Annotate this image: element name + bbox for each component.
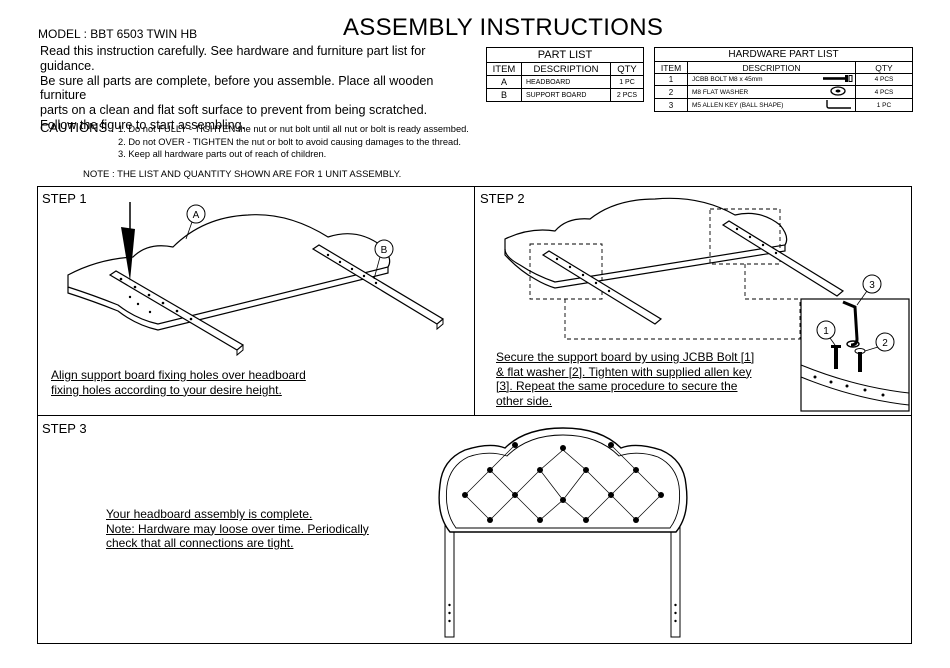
intro-line: Follow the figure to start assembling.: [40, 117, 246, 132]
caution-item: 1. Do not FULLY - TIGHTEN the nut or nut…: [118, 124, 469, 134]
caption-line: fixing holes according to your desire he…: [51, 382, 282, 397]
item-cell: 3: [654, 98, 688, 112]
column-header: DESCRIPTION: [521, 62, 611, 76]
column-header: ITEM: [654, 61, 688, 74]
bolt-icon: [821, 73, 856, 86]
item-cell: 1: [654, 73, 688, 86]
step-1-caption: Align support board fixing holes over he…: [51, 368, 306, 397]
washer-icon: [821, 85, 856, 99]
qty-cell: 1 PC: [610, 75, 644, 89]
callout-1: 1: [823, 326, 829, 337]
caption-line: Align support board fixing holes over he…: [51, 368, 306, 382]
intro-line: Read this instruction carefully. See har…: [40, 44, 426, 73]
allen-key-icon: [821, 98, 856, 112]
caption-line: [3]. Repeat the same procedure to secure…: [496, 379, 738, 393]
cautions-label: CAUTIONS :: [40, 120, 115, 135]
caution-item: 3. Keep all hardware parts out of reach …: [118, 149, 327, 160]
item-cell: A: [486, 75, 522, 89]
caption-line: Secure the support board by using JCBB B…: [496, 350, 755, 364]
hardware-list-table: HARDWARE PART LIST ITEM DESCRIPTION QTY …: [654, 47, 913, 112]
column-header: QTY: [610, 62, 644, 76]
intro-paragraph: Read this instruction carefully. See har…: [40, 44, 480, 133]
step-3-caption: Your headboard assembly is complete. Not…: [106, 507, 369, 551]
intro-line: parts on a clean and flat soft surface t…: [40, 103, 428, 118]
table-row: 3 M5 ALLEN KEY (BALL SHAPE) 1 PC: [654, 98, 913, 112]
step-2-caption: Secure the support board by using JCBB B…: [496, 350, 754, 408]
caption-line: check that all connections are tight.: [106, 536, 294, 550]
hardware-list-title: HARDWARE PART LIST: [654, 47, 913, 62]
table-row: 1 JCBB BOLT M8 x 45mm 4 PCS: [654, 73, 913, 86]
assembled-headboard-illustration: [438, 427, 688, 638]
qty-cell: 4 PCS: [855, 73, 913, 86]
callout-2: 2: [882, 338, 888, 349]
description-cell: SUPPORT BOARD: [521, 88, 611, 102]
table-row: A HEADBOARD 1 PC: [486, 75, 644, 89]
caption-line: other side.: [496, 393, 553, 408]
description-cell: JCBB BOLT M8 x 45mm: [687, 73, 821, 86]
column-header: ITEM: [486, 62, 522, 76]
callout-b: B: [381, 245, 388, 256]
model-number: MODEL : BBT 6503 TWIN HB: [38, 27, 198, 41]
part-list-title: PART LIST: [486, 47, 644, 63]
qty-cell: 2 PCS: [610, 88, 644, 102]
intro-line: Be sure all parts are complete, before y…: [40, 73, 434, 103]
caption-line: & flat washer [2]. Tighten with supplied…: [496, 364, 752, 379]
step-divider-vertical: [474, 186, 475, 416]
step-2-label: STEP 2: [480, 191, 525, 206]
column-header: QTY: [855, 61, 913, 74]
quantity-note: NOTE : THE LIST AND QUANTITY SHOWN ARE F…: [83, 169, 402, 180]
cautions-list: 1. Do not FULLY - TIGHTEN the nut or nut…: [118, 123, 469, 161]
column-header: DESCRIPTION: [687, 61, 856, 74]
page-title: ASSEMBLY INSTRUCTIONS: [343, 14, 664, 41]
table-row: B SUPPORT BOARD 2 PCS: [486, 88, 644, 102]
callout-3: 3: [869, 280, 875, 291]
table-row: 2 M8 FLAT WASHER 4 PCS: [654, 85, 913, 99]
step-1-label: STEP 1: [42, 191, 87, 206]
step-2-illustration: 3 1 2: [504, 197, 910, 412]
description-cell: M8 FLAT WASHER: [687, 85, 821, 99]
callout-a: A: [193, 210, 200, 221]
step-divider-horizontal: [37, 415, 912, 416]
step-3-label: STEP 3: [42, 421, 87, 436]
caution-item: 2. Do not OVER - TIGHTEN the nut or bolt…: [118, 136, 461, 147]
item-cell: 2: [654, 85, 688, 99]
description-cell: HEADBOARD: [521, 75, 611, 89]
caption-line: Your headboard assembly is complete.: [106, 507, 313, 521]
caption-line: Note: Hardware may loose over time. Peri…: [106, 521, 369, 536]
item-cell: B: [486, 88, 522, 102]
step-1-illustration: A B: [67, 202, 445, 357]
part-list-table: PART LIST ITEM DESCRIPTION QTY A HEADBOA…: [486, 47, 644, 102]
description-cell: M5 ALLEN KEY (BALL SHAPE): [687, 98, 821, 112]
qty-cell: 4 PCS: [855, 85, 913, 99]
qty-cell: 1 PC: [855, 98, 913, 112]
